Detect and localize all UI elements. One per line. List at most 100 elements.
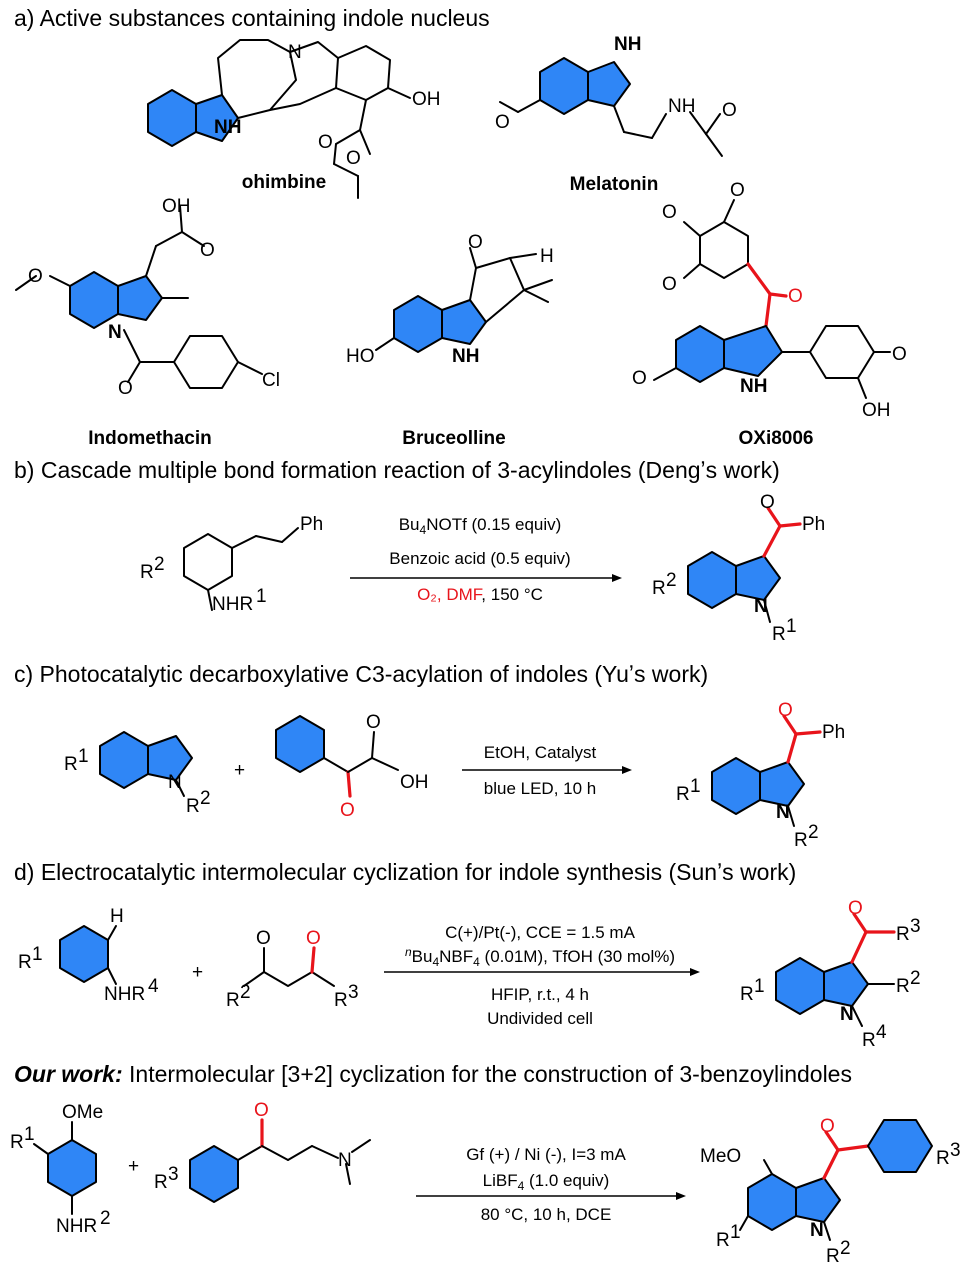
reaction-ours-enaminone: O N R 3 [154, 1100, 371, 1203]
b-cond-2: Benzoic acid (0.5 equiv) [389, 549, 570, 568]
bruceolline-o: O [468, 232, 483, 253]
c-r2: R [186, 796, 200, 817]
d-r3-sup: 3 [348, 982, 359, 1003]
melatonin-o2: O [722, 100, 737, 121]
c-r2-sup: 2 [200, 788, 211, 809]
d-cond-1: C(+)/Pt(-), CCE = 1.5 mA [445, 923, 636, 942]
d-prod-o: O [848, 898, 863, 919]
b-prod-r1: R [772, 624, 786, 645]
ours-nhr2-sup: 2 [100, 1208, 111, 1229]
bruceolline-nh: NH [452, 346, 479, 367]
d-cond-2: nBu4NBF4 (0.01M), TfOH (30 mol%) [405, 945, 675, 969]
d-nhr4: NHR [104, 984, 145, 1005]
b-ph: Ph [300, 514, 323, 535]
header-our-work: Our work: Intermolecular [3+2] cyclizati… [14, 1061, 852, 1087]
reaction-c-ketoacid: O O OH [275, 712, 429, 821]
b-r2: R [140, 562, 154, 583]
header-a: a) Active substances containing indole n… [14, 5, 490, 31]
d-prod-r2: R [896, 976, 910, 997]
ours-prod-r3: R [936, 1148, 950, 1169]
c-prod-r2-sup: 2 [808, 822, 819, 843]
b-nhr1-sup: 1 [256, 586, 267, 607]
ours-cond-2: LiBF4 (1.0 equiv) [483, 1171, 610, 1193]
d-prod-r4: R [862, 1030, 876, 1051]
b-prod-o: O [760, 492, 775, 513]
header-b: b) Cascade multiple bond formation react… [14, 457, 780, 483]
label-indomethacin: Indomethacin [88, 428, 212, 449]
c-n: N [168, 772, 182, 793]
d-nhr4-sup: 4 [148, 976, 159, 997]
oxi8006-ome1: O [730, 180, 745, 201]
c-acid-oh: OH [400, 772, 429, 793]
d-cond-4: Undivided cell [487, 1009, 593, 1028]
oxi8006-ome4: O [892, 344, 907, 365]
d-prod-r2-sup: 2 [910, 968, 921, 989]
oxi8006-ome2: O [662, 202, 677, 223]
b-prod-r1-sup: 1 [786, 616, 797, 637]
ours-r1: R [10, 1132, 24, 1153]
reaction-ours-aniline: OMe R 1 NHR 2 [10, 1102, 111, 1237]
c-keto-o: O [340, 800, 355, 821]
d-r3: R [334, 990, 348, 1011]
bruceolline-structure: O H HO NH [346, 232, 554, 367]
ours-ome: OMe [62, 1102, 103, 1123]
c-prod-o: O [778, 700, 793, 721]
d-r1-sup: 1 [32, 944, 43, 965]
reaction-d-aniline: H R 1 NHR 4 [18, 906, 159, 1005]
b-prod-ph: Ph [802, 514, 825, 535]
d-prod-r1: R [740, 984, 754, 1005]
b-prod-n: N [754, 596, 768, 617]
indomethacin-oh: OH [162, 196, 191, 217]
indomethacin-o: O [200, 240, 215, 261]
ours-cond-3: 80 °C, 10 h, DCE [481, 1205, 612, 1224]
d-prod-r4-sup: 4 [876, 1022, 887, 1043]
oxi8006-ome3: O [662, 274, 677, 295]
oxi8006-ome5: O [632, 368, 647, 389]
indomethacin-co: O [118, 378, 133, 399]
oxi8006-carbonyl-o: O [788, 286, 803, 307]
d-r2-sup: 2 [240, 982, 251, 1003]
header-d: d) Electrocatalytic intermolecular cycli… [14, 859, 796, 885]
label-oxi8006: OXi8006 [739, 428, 814, 449]
ohimbine-o: O [318, 132, 333, 153]
ohimbine-n: N [288, 42, 302, 63]
d-plus: + [192, 962, 203, 983]
oxi8006-oh: OH [862, 400, 891, 421]
c-acid-o: O [366, 712, 381, 733]
ohimbine-structure: N NH OH O O [147, 39, 441, 199]
d-r1: R [18, 952, 32, 973]
indomethacin-n: N [108, 322, 122, 343]
melatonin-structure: NH O NH O [495, 34, 737, 157]
bruceolline-ho: HO [346, 346, 375, 367]
ours-prod-o: O [820, 1116, 835, 1137]
header-c: c) Photocatalytic decarboxylative C3-acy… [14, 661, 708, 687]
indomethacin-structure: OH O O N O Cl [15, 196, 280, 399]
c-r1-sup: 1 [78, 746, 89, 767]
reaction-c-indole: R 1 N R 2 [64, 731, 211, 817]
b-nhr1: NHR [212, 594, 253, 615]
d-prod-r1-sup: 1 [754, 976, 765, 997]
reaction-b-product: O Ph R 2 N R 1 [652, 492, 825, 645]
ohimbine-oh: OH [412, 89, 441, 110]
label-melatonin: Melatonin [570, 174, 659, 195]
c-prod-n: N [776, 802, 790, 823]
c-prod-r1: R [676, 784, 690, 805]
d-prod-n: N [840, 1004, 854, 1025]
b-cond-3: O₂, DMF, 150 °C [417, 585, 543, 604]
d-o1: O [256, 928, 271, 949]
ours-prod-r1-sup: 1 [730, 1222, 741, 1243]
reaction-ours-product: O R 3 MeO R 1 N R 2 [700, 1116, 961, 1267]
ours-nhr2: NHR [56, 1216, 97, 1237]
b-r2-sup: 2 [154, 554, 165, 575]
melatonin-n: NH [668, 96, 695, 117]
ours-enone-o: O [254, 1100, 269, 1121]
ours-prod-r2-sup: 2 [840, 1238, 851, 1259]
arrow-b-head [612, 574, 622, 582]
arrow-d-head [690, 968, 700, 976]
b-cond-1: Bu4NOTf (0.15 equiv) [399, 515, 562, 537]
c-r1: R [64, 754, 78, 775]
ohimbine-o2: O [346, 148, 361, 169]
d-o2: O [306, 928, 321, 949]
ours-prod-n: N [810, 1220, 824, 1241]
